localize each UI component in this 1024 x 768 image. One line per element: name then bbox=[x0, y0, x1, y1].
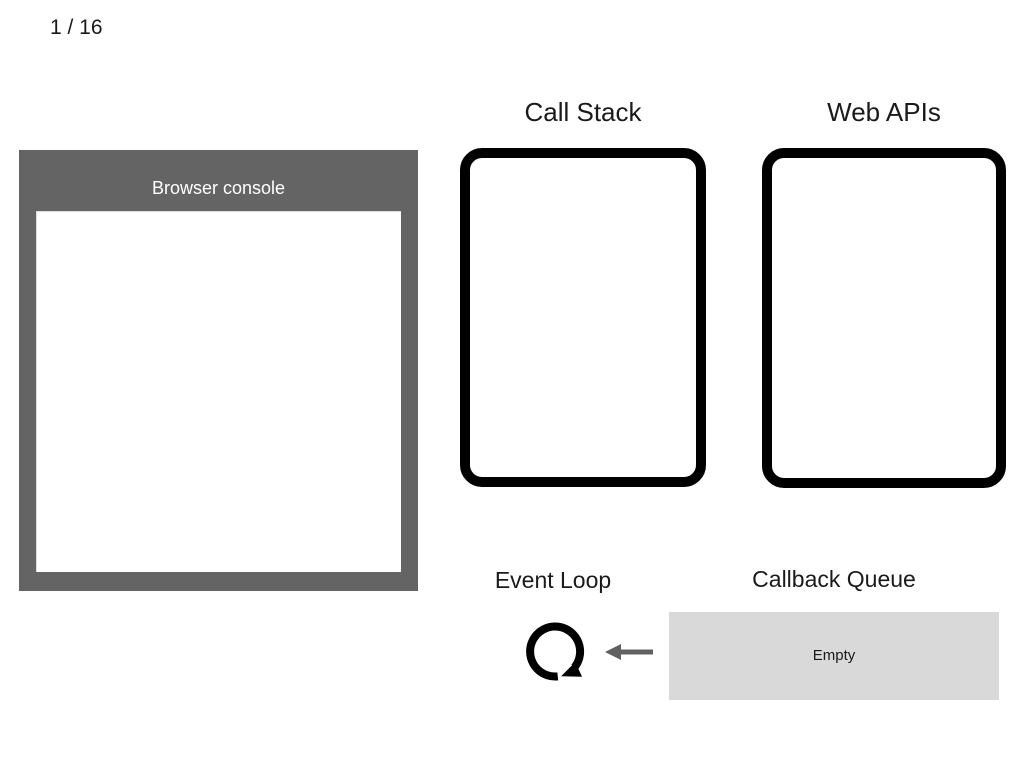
web-apis-title: Web APIs bbox=[827, 97, 941, 127]
call-stack-box bbox=[460, 148, 706, 487]
call-stack-title: Call Stack bbox=[524, 97, 642, 127]
arrow-left-icon bbox=[603, 640, 655, 664]
slide-counter: 1 / 16 bbox=[50, 16, 103, 39]
callback-queue-box: Empty bbox=[669, 612, 999, 700]
browser-console-panel: Browser console bbox=[19, 150, 418, 591]
event-loop-title: Event Loop bbox=[494, 567, 612, 593]
browser-console-title: Browser console bbox=[151, 178, 286, 198]
web-apis-box bbox=[762, 148, 1006, 488]
callback-queue-title: Callback Queue bbox=[752, 566, 916, 592]
circular-arrow-icon bbox=[519, 618, 589, 688]
browser-console-output bbox=[36, 211, 401, 572]
callback-queue-status: Empty bbox=[812, 647, 856, 664]
